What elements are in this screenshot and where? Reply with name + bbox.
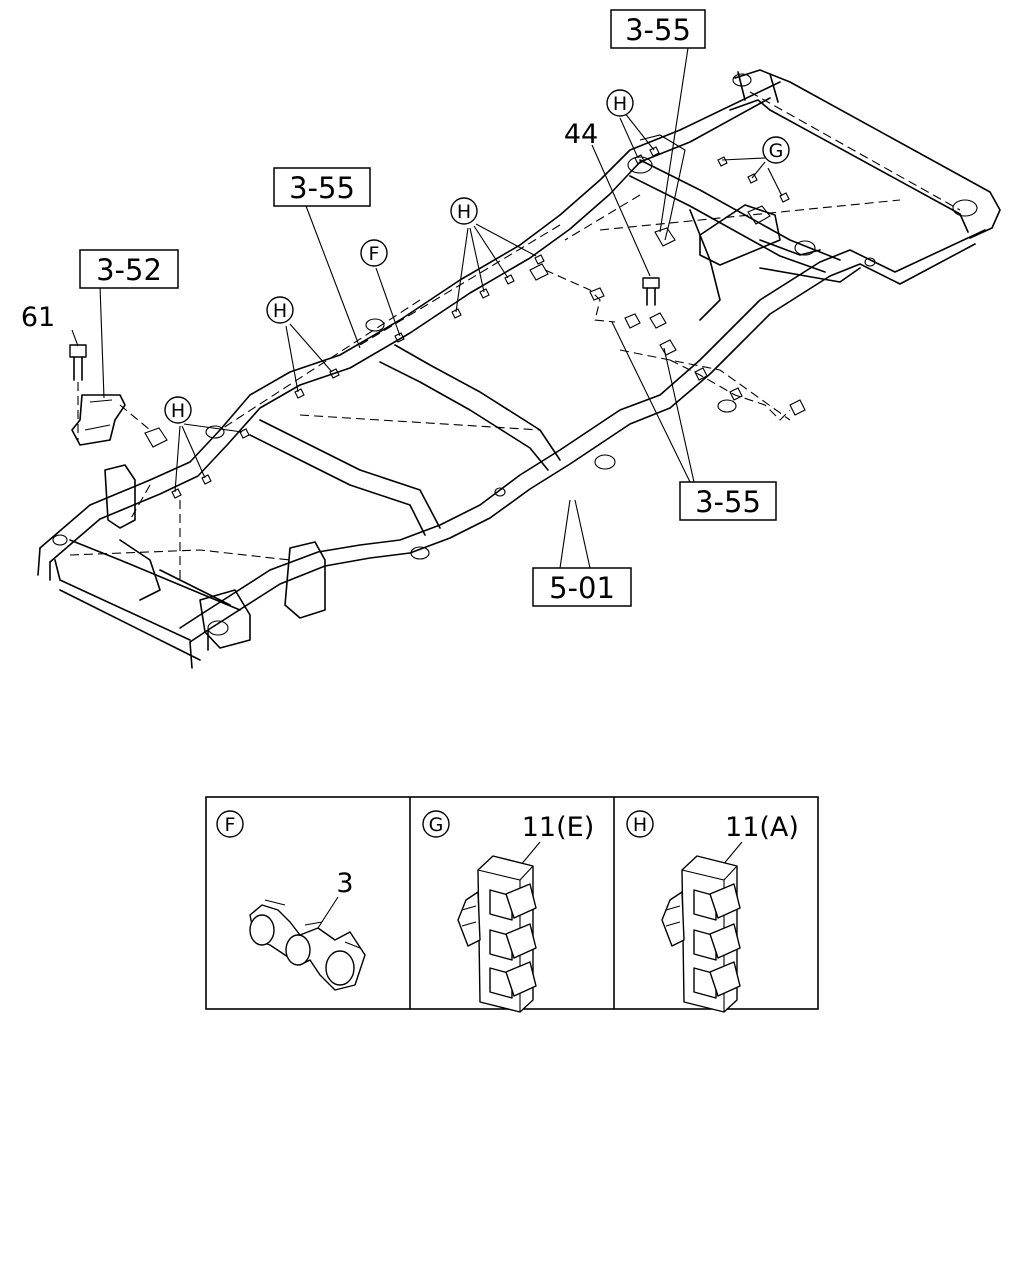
ref-box-frame-text: 5-01 xyxy=(549,571,615,605)
svg-text:H: H xyxy=(273,300,287,322)
detail-panel-h-letter: H xyxy=(633,814,647,836)
ref-box-left-mid-text: 3-55 xyxy=(289,171,355,205)
ref-box-top: 3-55 xyxy=(610,9,706,49)
clip-11a-illustration xyxy=(661,855,741,1013)
detail-panel-g: G 11(E) xyxy=(422,810,594,1013)
detail-panel-h: H 11(A) xyxy=(626,810,799,1013)
callout-h-left-mid: H xyxy=(266,296,294,324)
part-number-61: 61 xyxy=(21,302,55,333)
brake-pipe-clip-illustration xyxy=(249,899,366,991)
ref-box-top-text: 3-55 xyxy=(625,13,691,47)
ref-box-left-mid: 3-55 xyxy=(273,167,371,207)
chassis-frame xyxy=(37,69,1001,669)
ref-box-left-text: 3-52 xyxy=(96,253,162,287)
detail-panel-f-part: 3 xyxy=(336,868,353,899)
svg-text:H: H xyxy=(171,400,185,422)
detail-panel-h-part: 11(A) xyxy=(725,812,799,843)
svg-text:H: H xyxy=(457,201,471,223)
callout-h-top: H xyxy=(606,89,634,117)
ref-box-right-text: 3-55 xyxy=(695,485,761,519)
callout-h-left: H xyxy=(164,396,192,424)
detail-panel-f-letter: F xyxy=(225,814,236,836)
part-number-44: 44 xyxy=(564,119,598,150)
svg-text:H: H xyxy=(613,93,627,115)
detail-panel-g-letter: G xyxy=(429,814,444,836)
callout-g: G xyxy=(762,136,790,164)
svg-text:G: G xyxy=(769,140,784,162)
ref-box-right: 3-55 xyxy=(679,481,777,521)
ref-box-left: 3-52 xyxy=(79,249,179,289)
svg-text:F: F xyxy=(369,243,380,265)
ref-box-frame: 5-01 xyxy=(532,567,632,607)
detail-panel-f: F 3 xyxy=(216,810,366,991)
clip-11e-illustration xyxy=(457,855,537,1013)
callout-f: F xyxy=(360,239,388,267)
leader-lines xyxy=(71,47,783,569)
detail-panel-g-part: 11(E) xyxy=(522,812,594,843)
callout-h-mid: H xyxy=(450,197,478,225)
